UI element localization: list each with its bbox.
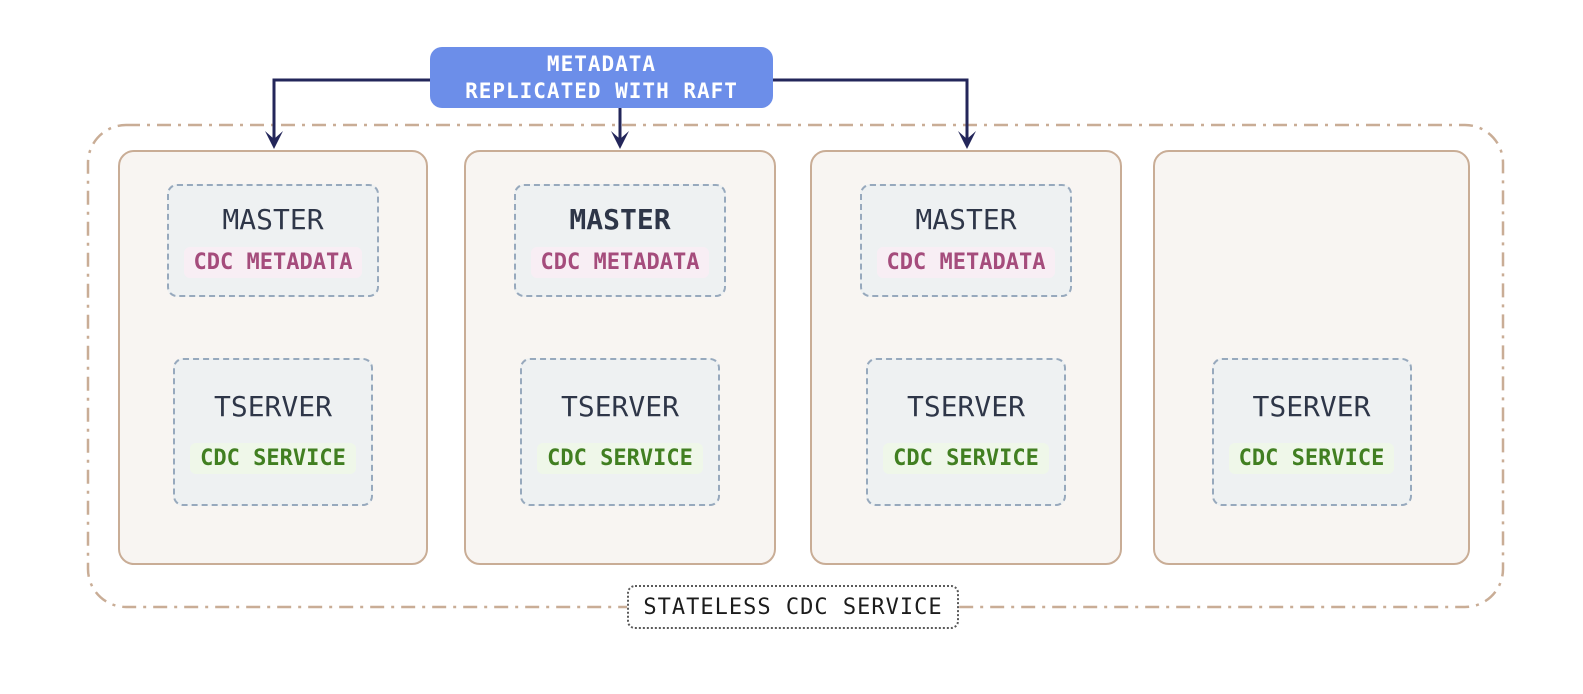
raft-metadata-box: METADATA REPLICATED WITH RAFT <box>430 47 773 108</box>
raft-arrow-left-head <box>265 131 283 149</box>
raft-arrow-left <box>272 78 430 144</box>
raft-metadata-line2: REPLICATED WITH RAFT <box>465 78 738 103</box>
raft-arrow-right-head <box>958 131 976 149</box>
node-3: MASTER CDC METADATA TSERVER CDC SERVICE <box>810 150 1122 565</box>
raft-arrow-middle-head <box>611 131 629 149</box>
node-1-cdc-service-badge: CDC SERVICE <box>190 443 356 474</box>
node-3-tserver-box: TSERVER CDC SERVICE <box>866 358 1066 506</box>
raft-metadata-line1: METADATA <box>546 51 657 76</box>
node-4-tserver-label: TSERVER <box>1252 390 1371 423</box>
node-3-master-box: MASTER CDC METADATA <box>860 184 1072 297</box>
node-2-master-box: MASTER CDC METADATA <box>514 184 726 297</box>
node-4-cdc-service-badge: CDC SERVICE <box>1228 443 1395 474</box>
node-3-cdc-metadata-badge: CDC METADATA <box>876 247 1056 278</box>
node-1-tserver-box: TSERVER CDC SERVICE <box>173 358 373 506</box>
node-2-tserver-box: TSERVER CDC SERVICE <box>520 358 720 506</box>
node-4: TSERVER CDC SERVICE <box>1153 150 1470 565</box>
node-2: MASTER CDC METADATA TSERVER CDC SERVICE <box>464 150 776 565</box>
node-1: MASTER CDC METADATA TSERVER CDC SERVICE <box>118 150 428 565</box>
node-3-tserver-label: TSERVER <box>906 390 1025 423</box>
node-2-tserver-label: TSERVER <box>560 390 679 423</box>
node-1-master-box: MASTER CDC METADATA <box>167 184 379 297</box>
stateless-cdc-service-label: STATELESS CDC SERVICE <box>627 585 959 629</box>
node-4-tserver-box: TSERVER CDC SERVICE <box>1211 358 1412 506</box>
node-2-cdc-service-badge: CDC SERVICE <box>537 443 703 474</box>
node-1-tserver-label: TSERVER <box>213 390 332 423</box>
node-3-master-label: MASTER <box>915 203 1017 236</box>
node-1-master-label: MASTER <box>222 203 324 236</box>
node-2-master-label: MASTER <box>569 203 671 236</box>
raft-arrow-right <box>773 78 969 144</box>
node-1-cdc-metadata-badge: CDC METADATA <box>183 247 363 278</box>
node-2-cdc-metadata-badge: CDC METADATA <box>530 247 710 278</box>
node-3-cdc-service-badge: CDC SERVICE <box>883 443 1049 474</box>
